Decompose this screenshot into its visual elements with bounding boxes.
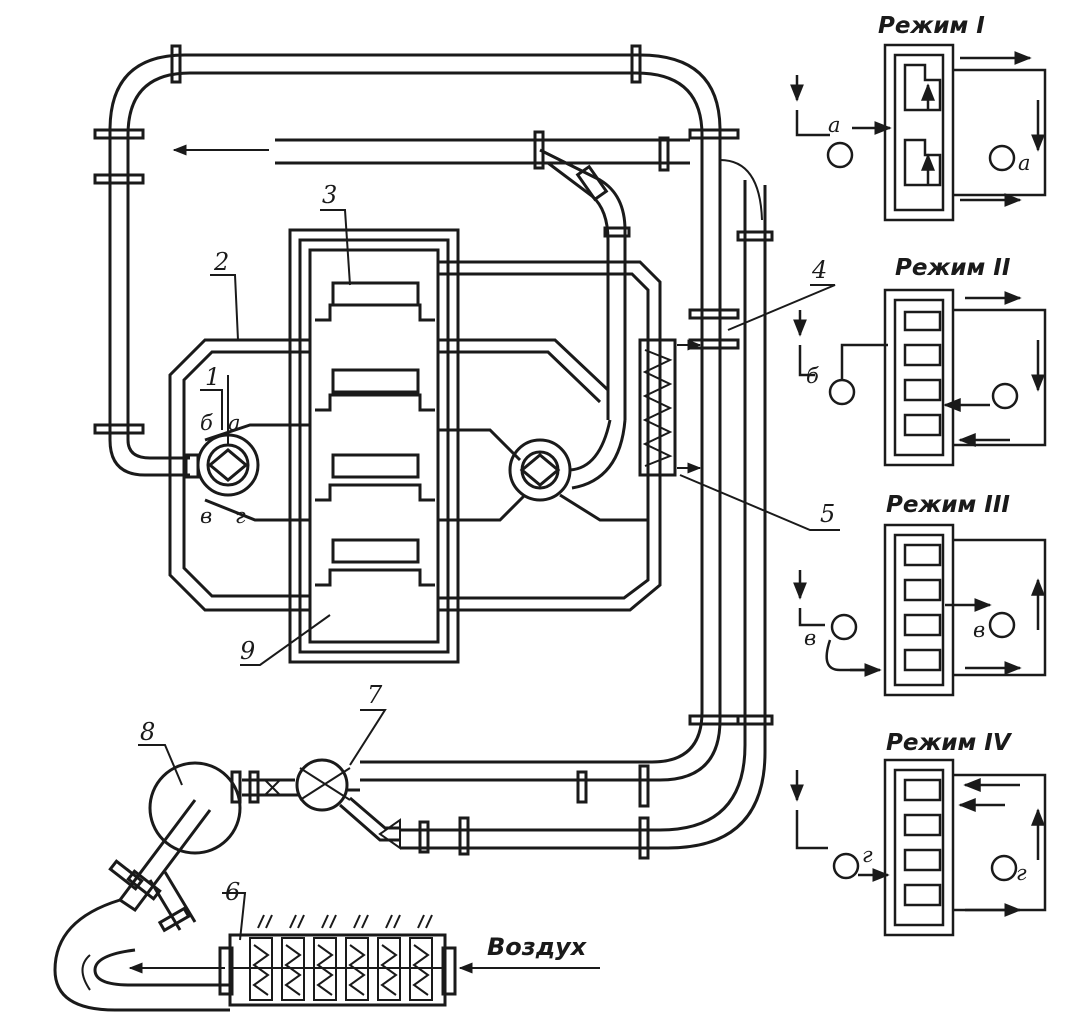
label-component-9: 9 [240,637,255,665]
label-component-6: 6 [225,878,240,906]
side-ducts [168,260,662,612]
valve-port-b: б [200,411,213,435]
mode-1-title: Режим I [878,13,985,39]
label-component-4: 4 [811,256,827,284]
label-component-3: 3 [322,181,337,209]
exhaust-line [172,138,690,420]
air-filter [218,914,600,1007]
label-component-1: 1 [205,363,220,391]
mode-3-port-right: в [973,618,985,642]
label-component-2: 2 [213,248,229,276]
mode-4-title: Режим IV [886,730,1013,756]
valve-port-v: в [200,504,212,528]
label-component-8: 8 [140,718,155,746]
air-inlet-label: Воздух [487,933,588,961]
mode-panel-1 [790,43,1047,222]
pipe-flanges [93,44,774,860]
valve-1 [184,375,260,497]
valve-port-a: а [228,411,241,435]
mode-panel-4 [790,758,1047,937]
mode-4-port-right: г [1016,861,1027,885]
mode-3-port-left: в [804,626,816,650]
label-component-7: 7 [367,681,383,709]
mode-4-port-left: г [862,843,873,867]
mode-1-port-right: а [1018,151,1031,175]
leader-lines [138,209,840,941]
mode-2-port-left: б [806,364,819,388]
mode-panel-2 [793,288,1047,467]
label-component-5: 5 [820,500,835,528]
mode-2-title: Режим II [895,255,1011,281]
valve-port-g: г [235,504,246,528]
mode-3-title: Режим III [886,492,1010,518]
central-regenerator-block [288,228,460,664]
mode-1-port-left: а [828,113,841,137]
heat-exchanger [638,338,702,477]
labels: 2 3 4 5 6 7 8 9 1 б а в г Воздух Режим I… [140,13,1031,961]
valve-2 [508,419,627,502]
blower-section [53,758,470,1012]
mode-panel-3 [793,523,1047,697]
outer-pipe-loop [108,53,767,850]
